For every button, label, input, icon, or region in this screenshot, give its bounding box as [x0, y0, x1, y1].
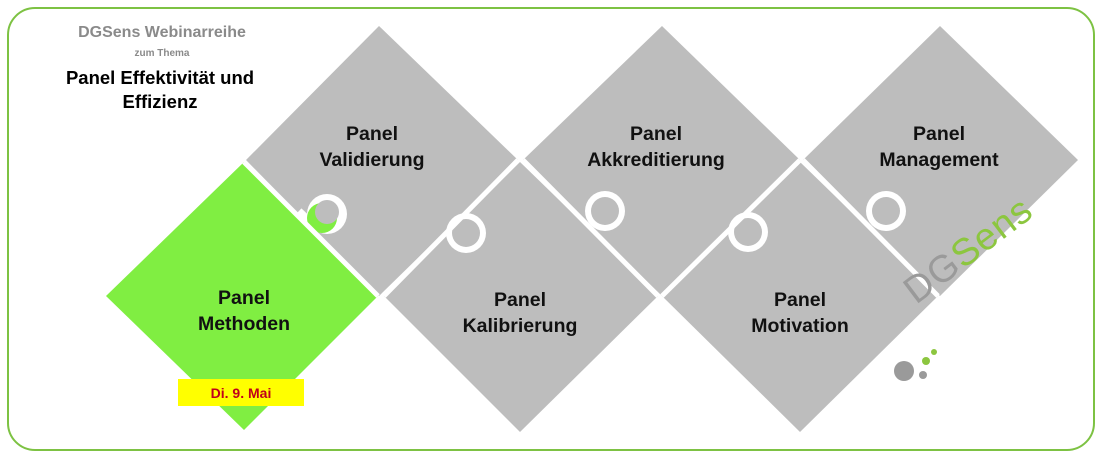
label-motivation: Panel Motivation — [751, 289, 849, 337]
dgsens-logo-dots — [894, 349, 937, 381]
series-subtitle: zum Thema — [134, 48, 190, 59]
piece-management — [803, 26, 1078, 296]
label-akkreditierung: Panel Akkreditierung — [587, 123, 725, 171]
label-management: Panel Management — [879, 123, 999, 171]
series-title: DGSens Webinarreihe — [78, 24, 246, 41]
topic-title-line1: Panel Effektivität und — [65, 67, 255, 88]
rounded-frame — [7, 7, 1095, 451]
label-validierung: Panel Validierung — [319, 123, 425, 171]
puzzle-knobs — [294, 191, 906, 253]
label-kalibrierung: Panel Kalibrierung — [462, 289, 578, 337]
piece-seams — [242, 158, 940, 298]
topic-title-line2: Effizienz — [122, 91, 198, 112]
date-badge: Di. 9. Mai — [178, 379, 304, 406]
piece-akkreditierung — [523, 26, 800, 296]
label-methoden: Panel Methoden — [197, 287, 291, 335]
